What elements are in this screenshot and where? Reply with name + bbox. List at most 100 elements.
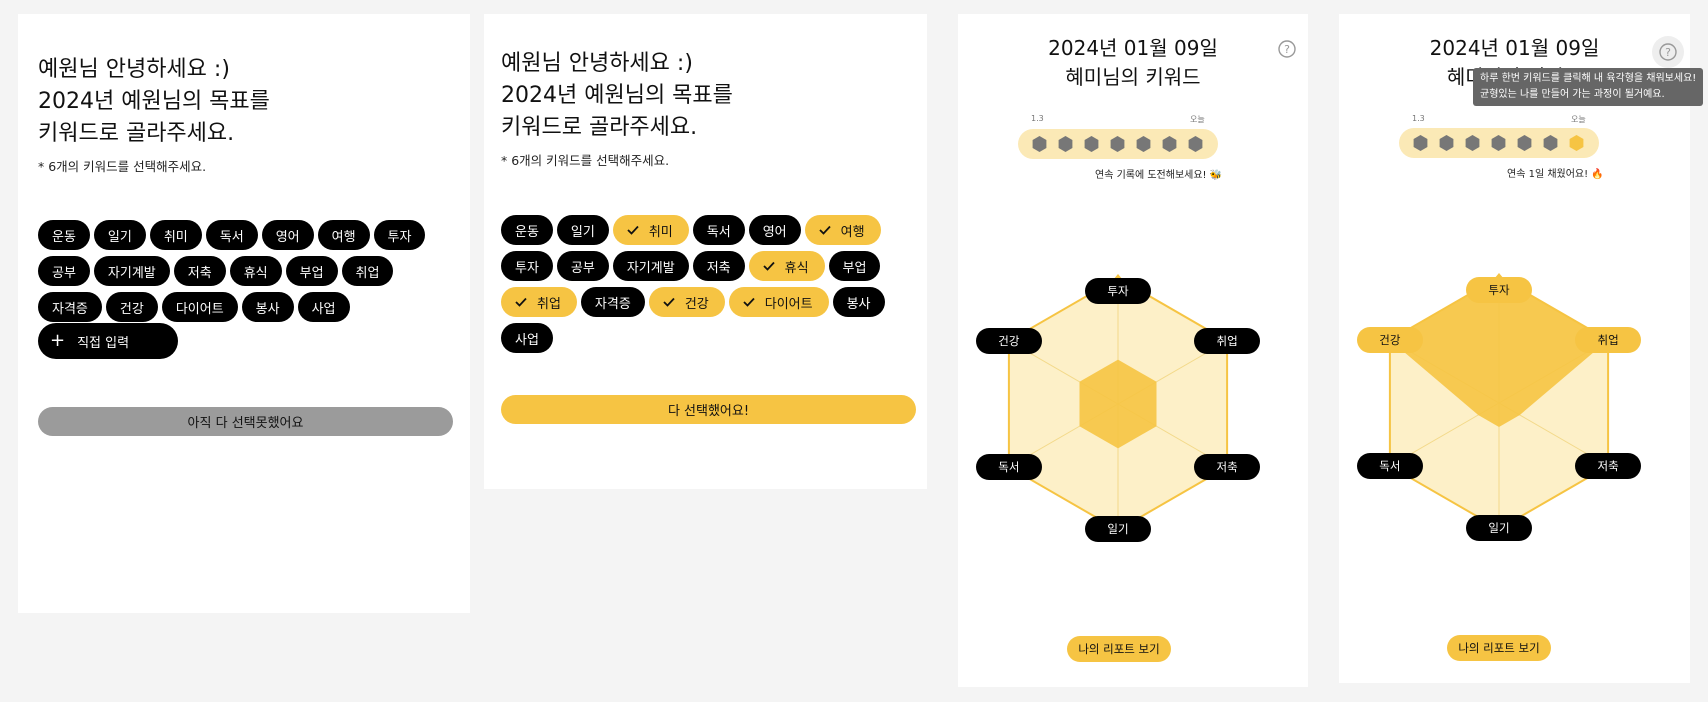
keyword-chip[interactable]: 취미 <box>149 220 202 250</box>
keyword-chip[interactable]: 독서 <box>205 220 258 250</box>
keyword-chip[interactable]: 투자 <box>373 220 426 250</box>
check-icon <box>663 297 675 307</box>
streak-hex-icon <box>1543 135 1558 151</box>
done-button[interactable]: 다 선택했어요! <box>501 395 916 424</box>
direct-input-button[interactable]: + 직접 입력 <box>38 323 178 359</box>
greeting-text: 예원님 안녕하세요 :) 2024년 예원님의 목표를 키워드로 골라주세요. <box>38 54 270 150</box>
keyword-chip[interactable]: 영어 <box>748 215 801 245</box>
keyword-chip[interactable]: 취미 <box>612 215 689 245</box>
radar-axis-label[interactable]: 독서 <box>1356 453 1423 479</box>
keyword-chip-label: 여행 <box>331 229 356 245</box>
radar-axis-label[interactable]: 일기 <box>1085 516 1151 542</box>
keyword-chip[interactable]: 건강 <box>105 292 158 322</box>
streak-hex-icon <box>1058 136 1073 152</box>
keyword-select-panel-complete: 예원님 안녕하세요 :) 2024년 예원님의 목표를 키워드로 골라주세요. … <box>484 14 927 489</box>
keyword-chip-label: 취미 <box>648 224 673 240</box>
radar-axis-label[interactable]: 취업 <box>1194 328 1261 354</box>
keyword-chip-label: 일기 <box>570 224 595 240</box>
keyword-chip[interactable]: 공부 <box>38 256 90 286</box>
streak-hex-icon <box>1162 136 1177 152</box>
keyword-chip[interactable]: 부업 <box>285 256 338 286</box>
keyword-hexagon-panel: 2024년 01월 09일 혜미님의 키워드 ? 1.3 오늘 연속 기록에 도… <box>958 14 1308 687</box>
help-icon[interactable]: ? <box>1278 40 1296 58</box>
radar-axis-label[interactable]: 건강 <box>1356 327 1423 353</box>
keyword-chip-label: 영어 <box>762 224 787 240</box>
keyword-chip[interactable]: 공부 <box>556 251 609 281</box>
date-text: 2024년 01월 09일 <box>1048 36 1218 60</box>
keyword-chip[interactable]: 저축 <box>173 256 226 286</box>
report-button[interactable]: 나의 리포트 보기 <box>1447 635 1551 661</box>
keyword-chip[interactable]: 여행 <box>804 215 881 245</box>
keyword-chip[interactable]: 운동 <box>38 220 90 250</box>
not-done-button-label: 아직 다 선택못했어요 <box>187 416 304 431</box>
keyword-chip[interactable]: 휴식 <box>229 256 282 286</box>
keyword-chip-label: 자기계발 <box>107 265 156 281</box>
streak-hexes <box>1031 135 1204 153</box>
keyword-chip[interactable]: 일기 <box>93 220 146 250</box>
streak-hex-icon <box>1413 135 1428 151</box>
radar-axis-label[interactable]: 투자 <box>1466 277 1532 303</box>
keyword-chip[interactable]: 봉사 <box>832 287 885 317</box>
keyword-radar-chart <box>1007 274 1229 532</box>
keyword-chip[interactable]: 독서 <box>692 215 745 245</box>
keyword-chip-label: 휴식 <box>784 260 809 276</box>
streak-hex-icon <box>1110 136 1125 152</box>
keyword-chip[interactable]: 다이어트 <box>728 287 829 317</box>
keyword-chip-label: 봉사 <box>255 301 280 317</box>
radar-axis-label[interactable]: 취업 <box>1575 327 1642 353</box>
date-text: 2024년 01월 09일 <box>1429 36 1600 60</box>
streak-end-label: 오늘 <box>1571 115 1586 124</box>
keyword-chip[interactable]: 투자 <box>501 251 553 281</box>
keyword-chip[interactable]: 휴식 <box>748 251 825 281</box>
keyword-chip-label: 봉사 <box>846 296 871 312</box>
keyword-chip[interactable]: 건강 <box>648 287 725 317</box>
keyword-chip[interactable]: 자격증 <box>38 292 102 322</box>
keyword-chip[interactable]: 다이어트 <box>161 292 238 322</box>
keyword-chip-label: 독서 <box>706 224 731 240</box>
keyword-chip-label: 일기 <box>107 229 132 245</box>
radar-axis-label[interactable]: 일기 <box>1466 515 1532 541</box>
keyword-chip-label: 다이어트 <box>175 301 224 317</box>
check-icon <box>743 297 755 307</box>
keyword-chip-label: 건강 <box>119 301 144 317</box>
tooltip-line: 하루 한번 키워드를 클릭해 내 육각형을 채워보세요! <box>1480 73 1697 84</box>
radar-axis-label[interactable]: 저축 <box>1575 453 1642 479</box>
streak-hex-icon <box>1188 136 1203 152</box>
radar-axis-label[interactable]: 투자 <box>1085 278 1151 304</box>
check-icon <box>818 225 831 235</box>
keyword-chip[interactable]: 운동 <box>501 215 553 245</box>
streak-hex-icon <box>1136 136 1151 152</box>
direct-input-label: 직접 입력 <box>77 335 130 351</box>
keyword-chip-label: 취업 <box>355 265 380 281</box>
keyword-chip[interactable]: 영어 <box>261 220 314 250</box>
keyword-chip-label: 운동 <box>515 224 539 240</box>
keyword-chip[interactable]: 자기계발 <box>612 251 689 281</box>
radar-axis-label[interactable]: 저축 <box>1194 454 1261 480</box>
keyword-chip[interactable]: 취업 <box>501 287 577 317</box>
radar-axis-label[interactable]: 독서 <box>975 454 1042 480</box>
not-done-button[interactable]: 아직 다 선택못했어요 <box>38 407 453 436</box>
keyword-chip[interactable]: 봉사 <box>241 292 294 322</box>
keyword-chip-label: 부업 <box>299 265 324 281</box>
keyword-chip[interactable]: 일기 <box>556 215 609 245</box>
radar-axis-label[interactable]: 건강 <box>975 328 1042 354</box>
keyword-chip-label: 취미 <box>163 229 188 245</box>
keyword-chip[interactable]: 사업 <box>501 323 553 353</box>
streak-hex-icon <box>1032 136 1047 152</box>
keyword-chip[interactable]: 자격증 <box>580 287 645 317</box>
help-button[interactable]: ? <box>1652 36 1684 68</box>
report-button[interactable]: 나의 리포트 보기 <box>1067 636 1171 662</box>
help-tooltip: 하루 한번 키워드를 클릭해 내 육각형을 채워보세요! 균형있는 나를 만들어… <box>1473 68 1704 106</box>
keyword-radar-chart <box>1388 273 1610 531</box>
keyword-chip[interactable]: 사업 <box>297 292 350 322</box>
keyword-chip[interactable]: 취업 <box>341 256 394 286</box>
radar-value-area <box>1079 359 1157 449</box>
keyword-chip[interactable]: 여행 <box>317 220 370 250</box>
keyword-chip[interactable]: 부업 <box>828 251 881 281</box>
greeting-text: 예원님 안녕하세요 :) 2024년 예원님의 목표를 키워드로 골라주세요. <box>501 48 733 144</box>
keyword-chip-label: 취업 <box>537 296 561 312</box>
keyword-chip[interactable]: 저축 <box>692 251 745 281</box>
streak-start-label: 1.3 <box>1412 114 1425 123</box>
keyword-chip[interactable]: 자기계발 <box>93 256 170 286</box>
